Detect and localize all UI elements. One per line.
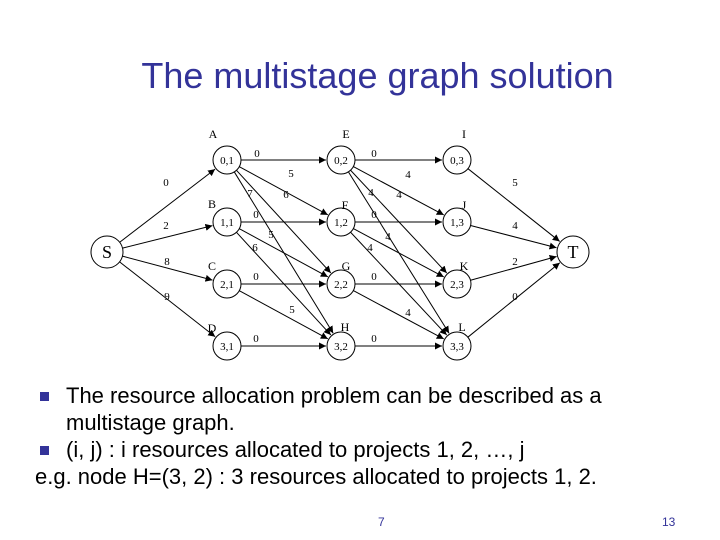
edge-weight-label: 0 — [253, 209, 259, 221]
edge-weight-label: 4 — [405, 307, 411, 319]
edge-weight-label: 5 — [289, 304, 295, 316]
graph-node-value: 1,2 — [334, 217, 348, 229]
edge-S-B — [122, 223, 213, 249]
edge-weight-label: 0 — [163, 177, 169, 189]
graph-node-L — [442, 331, 472, 361]
edge-weight-label: 0 — [371, 148, 377, 160]
graph-node-letter: H — [341, 320, 350, 334]
graph-node-H — [326, 331, 356, 361]
edge-B-G — [239, 228, 329, 278]
graph-node-value: 3,3 — [450, 341, 464, 353]
bullet-item: The resource allocation problem can be d… — [40, 382, 700, 436]
graph-node-letter: D — [208, 321, 217, 335]
edge-weight-label: 5 — [268, 229, 274, 241]
bullet-text: The resource allocation problem can be d… — [66, 383, 602, 435]
bullet-list: The resource allocation problem can be d… — [35, 382, 700, 490]
edge-S-D — [119, 261, 216, 338]
graph-node-letter: L — [458, 320, 465, 334]
edge-S-A — [119, 168, 216, 243]
edge-weight-label: 4 — [396, 189, 402, 201]
graph-node-B — [212, 207, 242, 237]
edge-weight-label: 6 — [283, 189, 289, 201]
edge-weight-label: 4 — [367, 242, 373, 254]
edge-weight-label: 5 — [512, 177, 518, 189]
graph-node-value: 2,2 — [334, 279, 348, 291]
graph-node-value: 2,1 — [220, 279, 234, 291]
edge-C-H — [239, 290, 329, 340]
graph-node-K — [442, 269, 472, 299]
edge-weight-label: 4 — [368, 187, 374, 199]
graph-node-value: 0,2 — [334, 155, 348, 167]
graph-node-D — [212, 331, 242, 361]
edge-weight-label: 6 — [252, 242, 258, 254]
graph-node-F — [326, 207, 356, 237]
edge-J-T — [470, 225, 557, 250]
edge-weight-label: 0 — [371, 333, 377, 345]
edge-weight-label: 7 — [247, 188, 253, 200]
graph-node-letter: C — [208, 259, 216, 273]
edge-weight-label: 4 — [385, 231, 391, 243]
edge-I-T — [467, 168, 560, 242]
graph-node-value: 1,3 — [450, 217, 464, 229]
bullet-text: (i, j) : i resources allocated to projec… — [66, 437, 525, 462]
edge-weight-label: 0 — [371, 271, 377, 283]
terminal-node-T — [556, 235, 590, 269]
edge-L-T — [467, 262, 561, 338]
edge-A-F — [239, 166, 329, 216]
slide-number: 7 — [378, 515, 385, 529]
graph-node-I — [442, 145, 472, 175]
terminal-node-label: T — [568, 242, 579, 262]
edge-weight-label: 0 — [253, 333, 259, 345]
graph-node-G — [326, 269, 356, 299]
edge-G-L — [353, 290, 445, 340]
edge-E-J — [353, 166, 445, 216]
graph-node-letter: F — [342, 198, 349, 212]
graph-node-letter: G — [342, 259, 351, 273]
edge-weight-label: 8 — [164, 256, 170, 268]
graph-node-letter: E — [342, 127, 349, 141]
bullet-item: (i, j) : i resources allocated to projec… — [40, 436, 700, 463]
terminal-node-S — [90, 235, 124, 269]
edge-weight-label: 9 — [164, 291, 170, 303]
graph-node-C — [212, 269, 242, 299]
graph-node-J — [442, 207, 472, 237]
edge-weight-label: 2 — [512, 256, 518, 268]
graph-node-letter: J — [462, 198, 467, 212]
edge-weight-label: 2 — [163, 220, 169, 232]
slide-total: 13 — [662, 515, 676, 529]
terminal-node-label: S — [102, 242, 112, 262]
graph-node-letter: B — [208, 197, 216, 211]
edge-weight-label: 5 — [288, 168, 294, 180]
graph-node-letter: K — [460, 259, 469, 273]
graph-node-letter: I — [462, 127, 466, 141]
edge-F-K — [353, 228, 445, 278]
edge-weight-label: 0 — [512, 291, 518, 303]
edge-K-T — [470, 255, 557, 281]
graph-node-E — [326, 145, 356, 175]
edge-weight-label: 0 — [254, 148, 260, 160]
graph-node-value: 3,1 — [220, 341, 234, 353]
graph-node-value: 2,3 — [450, 279, 464, 291]
edge-weight-label: 0 — [253, 271, 259, 283]
graph-node-value: 1,1 — [220, 217, 234, 229]
bullet-marker-icon — [40, 392, 49, 401]
edge-weight-label: 4 — [512, 220, 518, 232]
graph-node-letter: A — [209, 127, 218, 141]
slide-title: The multistage graph solution — [141, 55, 614, 96]
graph-node-value: 3,2 — [334, 341, 348, 353]
graph-node-value: 0,1 — [220, 155, 234, 167]
graph-node-A — [212, 145, 242, 175]
edge-weight-label: 0 — [371, 209, 377, 221]
graph-node-value: 0,3 — [450, 155, 464, 167]
bullet-marker-icon — [40, 446, 49, 455]
edge-weight-label: 4 — [405, 169, 411, 181]
edge-S-C — [122, 255, 213, 282]
example-line: e.g. node H=(3, 2) : 3 resources allocat… — [35, 464, 597, 489]
